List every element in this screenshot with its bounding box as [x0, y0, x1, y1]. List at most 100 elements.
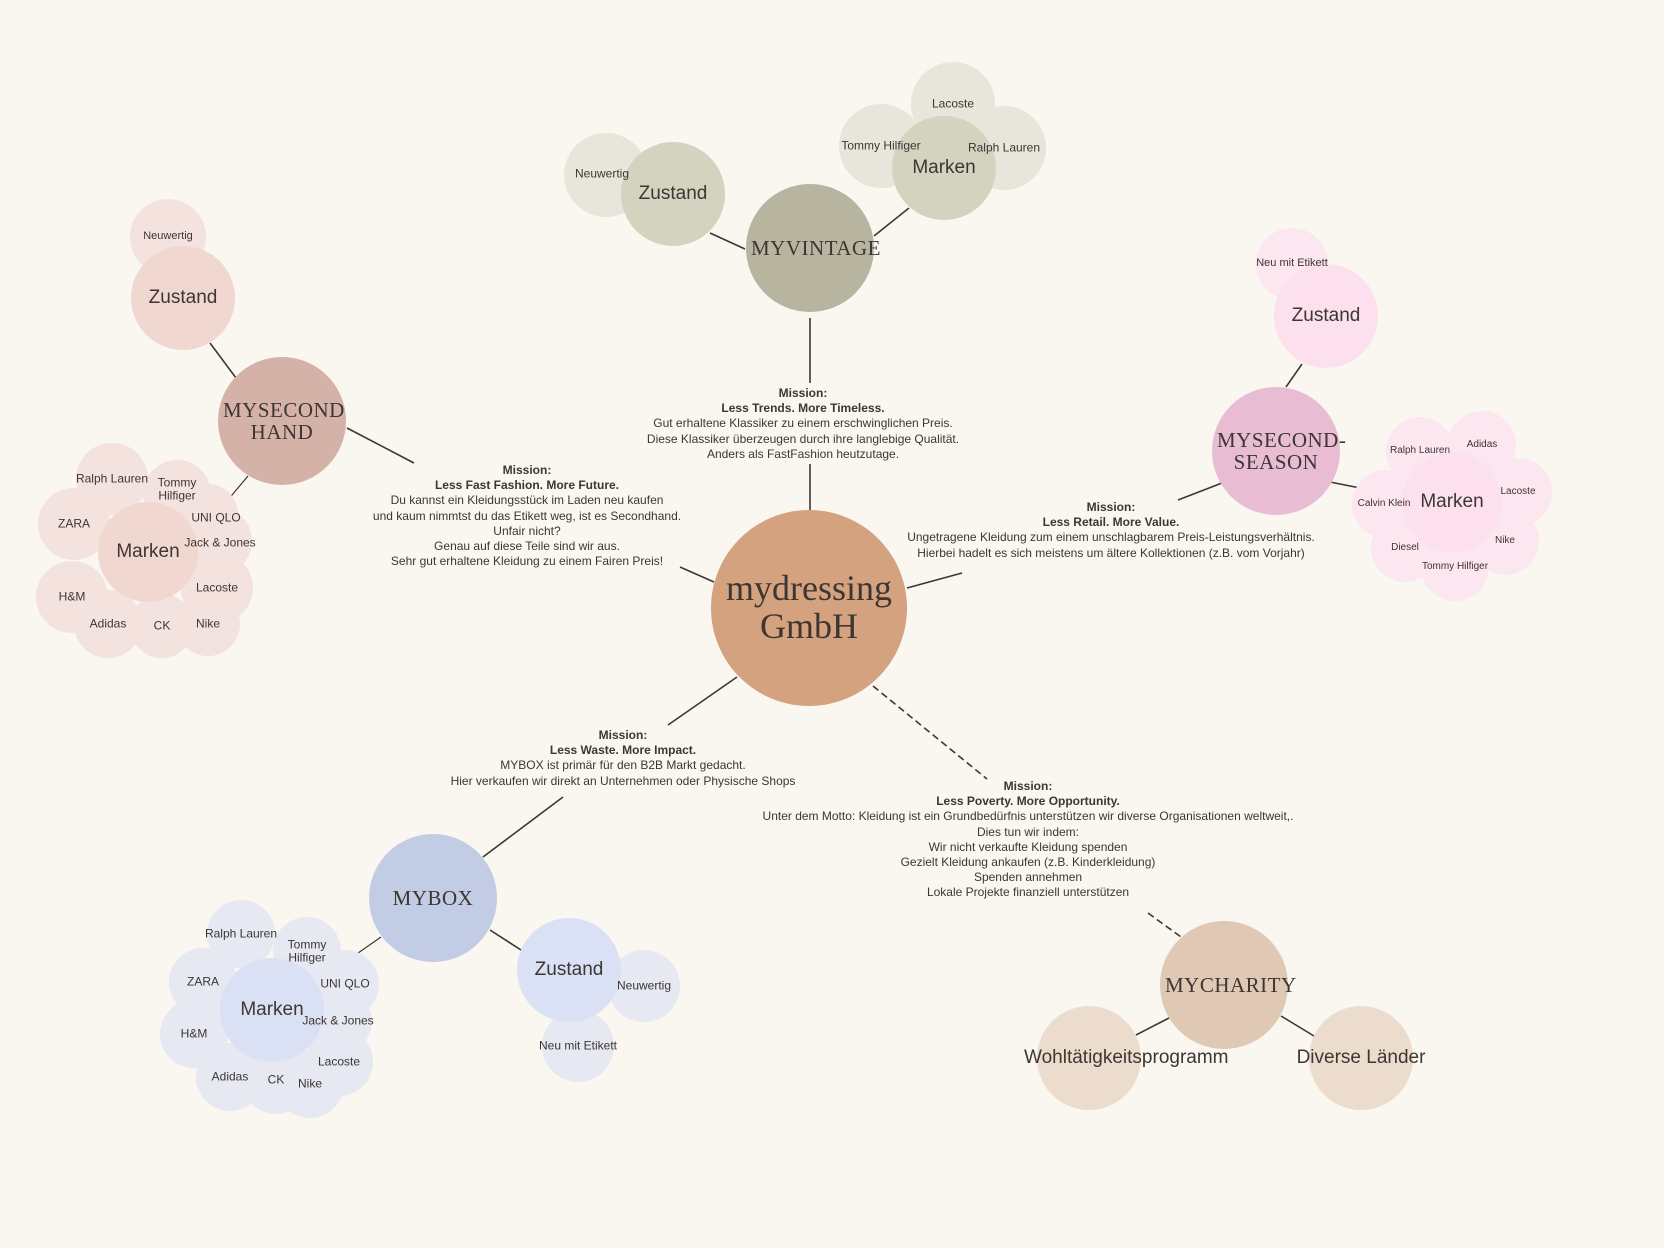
item-zustand-label: Neuwertig — [574, 166, 630, 181]
mission-line: Gezielt Kleidung ankaufen (z.B. Kinderkl… — [900, 855, 1156, 870]
branch-node-mybox-label: MYBOX — [392, 885, 474, 910]
mission-slogan: Less Poverty. More Opportunity. — [936, 794, 1120, 809]
zustand-node[interactable] — [1274, 264, 1378, 368]
mission-line: Ungetragene Kleidung zum einem unschlagb… — [907, 530, 1315, 545]
marken-node-label: Marken — [116, 541, 180, 563]
item-marken-label: Tommy Hilfiger — [1421, 560, 1489, 572]
branch-node-secondhand-label: MYSECOND HAND — [223, 397, 345, 444]
item-marken-label: CK — [153, 618, 171, 633]
mission-text-secondhand: Mission:Less Fast Fashion. More Future.D… — [373, 463, 681, 569]
mission-line: Du kannst ein Kleidungsstück im Laden ne… — [390, 493, 664, 508]
mission-text-mybox: Mission:Less Waste. More Impact.MYBOX is… — [451, 728, 796, 789]
item-marken-label: CK — [267, 1072, 285, 1087]
item-marken-label: Ralph Lauren — [75, 471, 149, 486]
branch-node-secondhand[interactable] — [218, 357, 346, 485]
zustand-node-label: Zustand — [148, 287, 218, 309]
mission-slogan: Less Waste. More Impact. — [549, 743, 697, 758]
marken-node[interactable] — [220, 958, 324, 1062]
connector-line — [872, 685, 988, 780]
marken-node[interactable] — [1402, 452, 1502, 552]
item-marken-label: H&M — [180, 1026, 208, 1041]
mission-line: und kaum nimmtst du das Etikett weg, ist… — [372, 508, 682, 523]
connector-line — [1177, 482, 1223, 501]
mission-line: Spenden annehmen — [973, 870, 1083, 885]
marken-node[interactable] — [892, 116, 996, 220]
item-marken-label: Ralph Lauren — [204, 926, 278, 941]
charity-program-node[interactable] — [1037, 1006, 1141, 1110]
marken-node[interactable] — [98, 502, 198, 602]
connector-line — [1285, 363, 1303, 388]
center-node-label: mydressing GmbH — [726, 568, 892, 646]
connector-line — [679, 566, 715, 583]
connector-line — [1280, 1015, 1315, 1037]
connector-line — [482, 796, 564, 858]
item-marken-label: Ralph Lauren — [967, 140, 1041, 155]
connector-line — [209, 342, 237, 379]
center-node[interactable] — [711, 510, 907, 706]
connector-line — [1147, 912, 1182, 938]
item-marken-label: Nike — [195, 616, 221, 631]
zustand-node[interactable] — [621, 142, 725, 246]
item-marken-label: ZARA — [186, 974, 220, 989]
connector-line — [489, 929, 522, 951]
marken-node-label: Marken — [1420, 491, 1484, 513]
mission-line: Anders als FastFashion heutzutage. — [706, 446, 900, 461]
branch-node-charity-label: MYCHARITY — [1165, 972, 1297, 997]
item-marken-label: Nike — [1494, 534, 1516, 546]
charity-program-node-label: Wohltätigkeitsprogramm — [1024, 1047, 1229, 1069]
mission-line: Genau auf diese Teile sind wir aus. — [434, 539, 620, 554]
item-zustand-label: Neuwertig — [616, 978, 672, 993]
item-zustand-label: Neu mit Etikett — [538, 1038, 618, 1053]
item-marken-label: UNI QLO — [320, 976, 370, 991]
mission-text-season: Mission:Less Retail. More Value.Ungetrag… — [907, 500, 1315, 561]
zustand-node-label: Zustand — [638, 183, 708, 205]
branch-node-season[interactable] — [1212, 387, 1340, 515]
zustand-node[interactable] — [517, 918, 621, 1022]
item-marken-label: Nike — [297, 1076, 323, 1091]
marken-node-label: Marken — [240, 999, 304, 1021]
zustand-node-label: Zustand — [534, 959, 604, 981]
item-marken[interactable] — [176, 592, 240, 656]
mission-line: Unter dem Motto: Kleidung ist ein Grundb… — [762, 809, 1294, 824]
mission-slogan: Less Trends. More Timeless. — [721, 401, 885, 416]
item-marken-label: Adidas — [1466, 438, 1498, 450]
item-marken-label: Adidas — [89, 616, 127, 631]
mission-line: Gut erhaltene Klassiker zu einem erschwi… — [653, 416, 953, 431]
item-marken-label: Calvin Klein — [1357, 497, 1411, 509]
item-zustand-label: Neu mit Etikett — [1256, 257, 1328, 270]
charity-countries-node-label: Diverse Länder — [1296, 1047, 1426, 1069]
item-marken-label: Lacoste — [931, 96, 975, 111]
item-marken-label: ZARA — [57, 516, 91, 531]
marken-node-label: Marken — [912, 157, 976, 179]
mission-line: Hier verkaufen wir direkt an Unternehmen… — [450, 773, 796, 788]
item-marken-label: Jack & Jones — [302, 1013, 374, 1028]
mission-line: Wir nicht verkaufte Kleidung spenden — [928, 839, 1128, 854]
branch-node-vintage[interactable] — [746, 184, 874, 312]
connector-line — [667, 676, 738, 726]
branch-node-charity[interactable] — [1160, 921, 1288, 1049]
item-zustand-label: Neuwertig — [143, 230, 193, 243]
branch-node-vintage-label: MYVINTAGE — [751, 235, 881, 260]
mission-line: Lokale Projekte finanziell unterstützen — [926, 885, 1130, 900]
zustand-node[interactable] — [131, 246, 235, 350]
item-marken-label: Tommy Hilfiger — [841, 138, 921, 153]
mission-line: MYBOX ist primär für den B2B Markt gedac… — [500, 758, 746, 773]
item-marken-label: Ralph Lauren — [1389, 444, 1451, 456]
mission-line: Unfair nicht? — [493, 523, 561, 538]
connector-line — [873, 207, 910, 237]
mission-slogan: Less Fast Fashion. More Future. — [434, 478, 620, 493]
mission-line: Hierbei hadelt es sich meistens um älter… — [917, 545, 1305, 560]
item-zustand[interactable] — [542, 1010, 614, 1082]
item-marken-label: Jack & Jones — [184, 535, 256, 550]
mission-line: Sehr gut erhaltene Kleidung zu einem Fai… — [390, 554, 664, 569]
item-marken-label: H&M — [58, 589, 86, 604]
item-marken-label: Adidas — [211, 1069, 249, 1084]
mission-title: Mission: — [1003, 779, 1053, 793]
mission-title: Mission: — [502, 463, 552, 477]
branch-node-mybox[interactable] — [369, 834, 497, 962]
charity-countries-node[interactable] — [1309, 1006, 1413, 1110]
mission-line: Dies tun wir indem: — [976, 824, 1080, 839]
item-marken[interactable] — [276, 1050, 344, 1118]
